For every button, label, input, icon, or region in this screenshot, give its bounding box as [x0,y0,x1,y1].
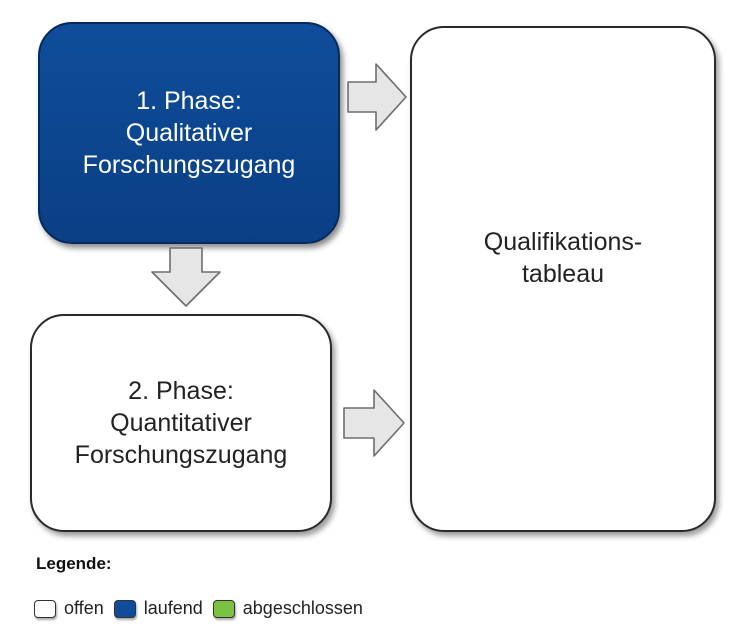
legend-item-completed: abgeschlossen [212,598,363,619]
legend-swatch-open [34,599,56,618]
legend-label-completed: abgeschlossen [242,598,363,618]
legend-item-running: laufend [113,598,203,619]
arrow-phase1-to-phase2 [151,247,221,307]
legend-title: Legende: [36,554,112,573]
legend-swatch-running [113,599,136,618]
arrow-phase2-to-tableau [343,389,405,457]
tableau-title-line1: Qualifikations- [483,228,643,256]
tableau-title-line2: tableau [521,260,605,288]
phase-2-box: 2. Phase: Quantitativer Forschungszugang [30,314,332,532]
phase-2-approach-line2: Forschungszugang [74,441,288,469]
phase-1-approach-line2: Forschungszugang [82,151,296,179]
phase-2-approach-line1: Quantitativer [110,409,252,437]
phase-2-label: 2. Phase: [128,377,234,405]
qualification-tableau-box: Qualifikations- tableau [410,26,716,532]
phase-1-label: 1. Phase: [136,87,242,115]
legend-label-running: laufend [143,598,203,618]
legend-swatch-completed [212,599,235,618]
legend-item-open: offen [34,598,104,619]
legend: offen laufend abgeschlossen [34,598,373,619]
arrow-phase1-to-tableau [347,63,407,131]
phase-1-approach-line1: Qualitativer [125,119,253,147]
legend-label-open: offen [64,598,104,618]
phase-1-box: 1. Phase: Qualitativer Forschungszugang [38,22,340,244]
